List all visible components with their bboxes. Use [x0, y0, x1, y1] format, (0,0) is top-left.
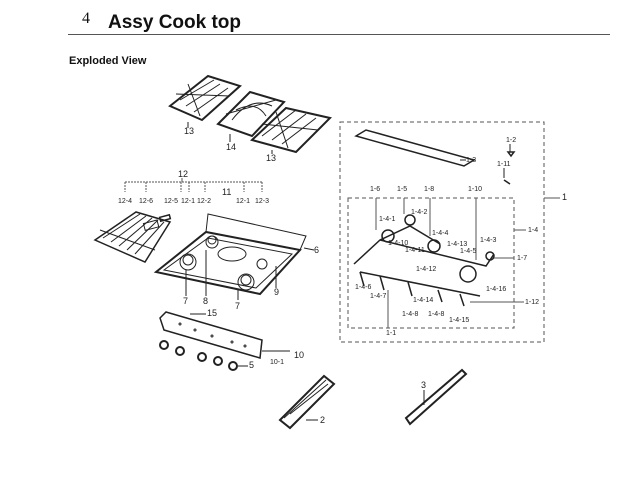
callout-1-8: 1-8: [424, 186, 435, 193]
page-title: Assy Cook top: [108, 12, 242, 33]
callout-11: 11: [222, 187, 232, 197]
callout-1-4-15: 1-4-15: [449, 317, 470, 324]
callout-12: 12: [178, 169, 189, 179]
control-panel: [159, 311, 263, 359]
callout-1-4-5: 1-4-5: [460, 248, 477, 255]
callout-1-4-4: 1-4-4: [432, 230, 449, 237]
callout-1-12: 1-12: [525, 299, 540, 306]
callout-1: 1: [562, 192, 568, 202]
mesh-panel: [93, 211, 172, 263]
callout-1-4-1: 1-4-1: [379, 216, 396, 223]
callout-1-4-8-a: 1-4-8: [402, 311, 419, 318]
part-3: [404, 368, 468, 426]
callout-9: 9: [274, 287, 280, 297]
callout-12-6: 12-6: [139, 198, 154, 205]
callout-1-4-2: 1-4-2: [411, 209, 428, 216]
callout-12-1-a: 12-1: [181, 198, 196, 205]
callout-1-1: 1-1: [386, 330, 397, 337]
callout-1-4: 1-4: [528, 227, 539, 234]
callout-6: 6: [314, 245, 320, 255]
part-2: [278, 374, 336, 430]
callout-1-5: 1-5: [397, 186, 408, 193]
grate-center: [216, 90, 286, 138]
callout-12-3: 12-3: [255, 198, 270, 205]
callout-13-right: 13: [266, 153, 277, 163]
callout-2: 2: [320, 415, 326, 425]
callout-1-10: 1-10: [468, 186, 483, 193]
burner-manifold: [353, 214, 495, 307]
callout-12-2: 12-2: [197, 198, 212, 205]
callout-1-11: 1-11: [497, 161, 511, 168]
callout-5: 5: [249, 360, 255, 370]
callout-10-1: 10-1: [270, 359, 285, 366]
title-rule: [68, 34, 610, 35]
callout-12-5: 12-5: [164, 198, 179, 205]
callout-1-4-14: 1-4-14: [413, 297, 434, 304]
callout-1-4-11: 1-4-11: [405, 247, 425, 254]
knobs: [159, 340, 238, 371]
callout-1-2: 1-2: [506, 137, 517, 144]
callout-1-4-12: 1-4-12: [416, 266, 437, 273]
grate-left: [168, 74, 242, 122]
section-number: 4: [82, 10, 90, 27]
callout-15: 15: [207, 308, 218, 318]
callout-12-1-b: 12-1: [236, 198, 251, 205]
callout-1-4-16: 1-4-16: [486, 286, 507, 293]
callout-1-4-10: 1-4-10: [388, 240, 409, 247]
callout-10: 10: [294, 350, 305, 360]
callout-14: 14: [226, 142, 237, 152]
callout-12-4: 12-4: [118, 198, 133, 205]
section-subtitle: Exploded View: [69, 55, 147, 67]
callout-1-7: 1-7: [517, 255, 528, 262]
callout-1-6: 1-6: [370, 186, 381, 193]
callout-1-4-3: 1-4-3: [480, 237, 497, 244]
callout-7-a: 7: [183, 296, 189, 306]
callout-1-4-13: 1-4-13: [447, 241, 468, 248]
callout-8: 8: [203, 296, 209, 306]
callout-1-3: 1-3: [466, 157, 477, 164]
callout-7-b: 7: [235, 301, 241, 311]
cooktop-panel: [153, 213, 307, 296]
callout-3: 3: [421, 380, 427, 390]
callout-1-4-6: 1-4-6: [355, 284, 372, 291]
callout-1-4-7: 1-4-7: [370, 293, 387, 300]
grate-right: [250, 106, 332, 154]
callout-1-4-8-b: 1-4-8: [428, 311, 445, 318]
callout-13-left: 13: [184, 126, 195, 136]
